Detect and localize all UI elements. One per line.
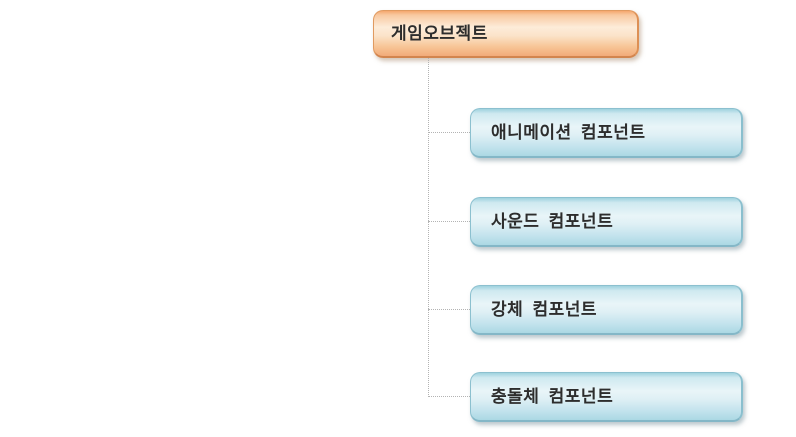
child-node-sound-component: 사운드 컴포넌트 — [470, 197, 743, 247]
connector-branch-rigidbody — [428, 309, 470, 310]
child-node-animation-component: 애니메이션 컴포넌트 — [470, 108, 743, 158]
child-node-label: 강체 컴포넌트 — [491, 300, 598, 319]
root-node-game-object: 게임오브젝트 — [373, 10, 639, 58]
child-node-rigidbody-component: 강체 컴포넌트 — [470, 285, 743, 335]
connector-branch-sound — [428, 221, 470, 222]
child-node-label: 충돌체 컴포넌트 — [491, 387, 614, 406]
connector-branch-collider — [428, 396, 470, 397]
connector-vertical-line — [428, 58, 429, 397]
child-node-label: 애니메이션 컴포넌트 — [491, 123, 646, 142]
child-node-label: 사운드 컴포넌트 — [491, 212, 614, 231]
connector-branch-animation — [428, 132, 470, 133]
child-node-collider-component: 충돌체 컴포넌트 — [470, 372, 743, 422]
root-node-label: 게임오브젝트 — [391, 24, 488, 43]
